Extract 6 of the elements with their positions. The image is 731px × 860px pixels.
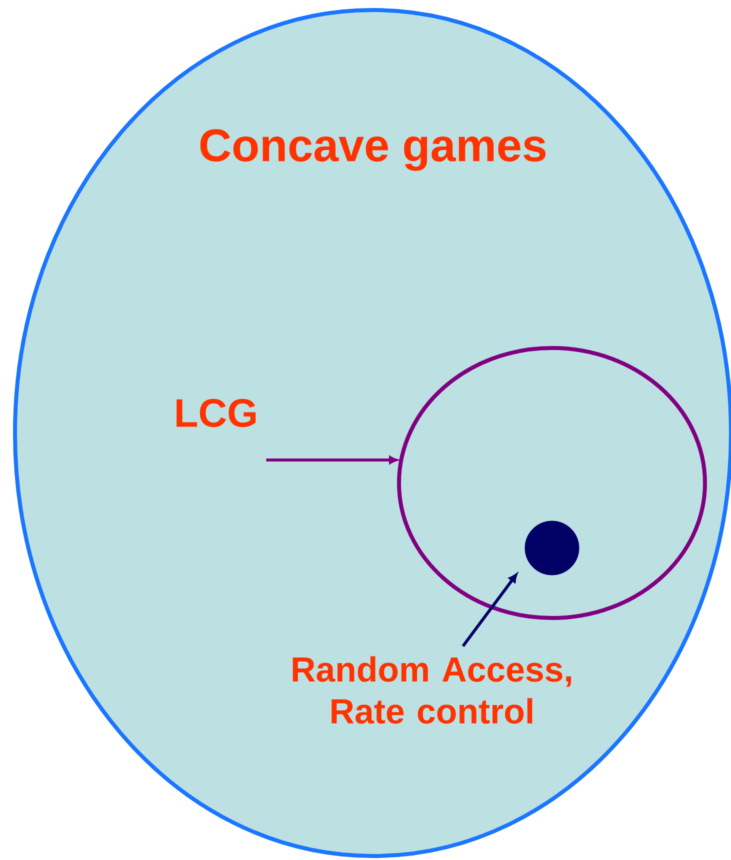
set-ellipse [397, 346, 707, 620]
arrow [462, 574, 518, 647]
set-label: LCG [176, 398, 256, 428]
set-label: Random Access, Rate control [292, 656, 572, 724]
arrow [266, 456, 398, 464]
dot [524, 520, 580, 576]
